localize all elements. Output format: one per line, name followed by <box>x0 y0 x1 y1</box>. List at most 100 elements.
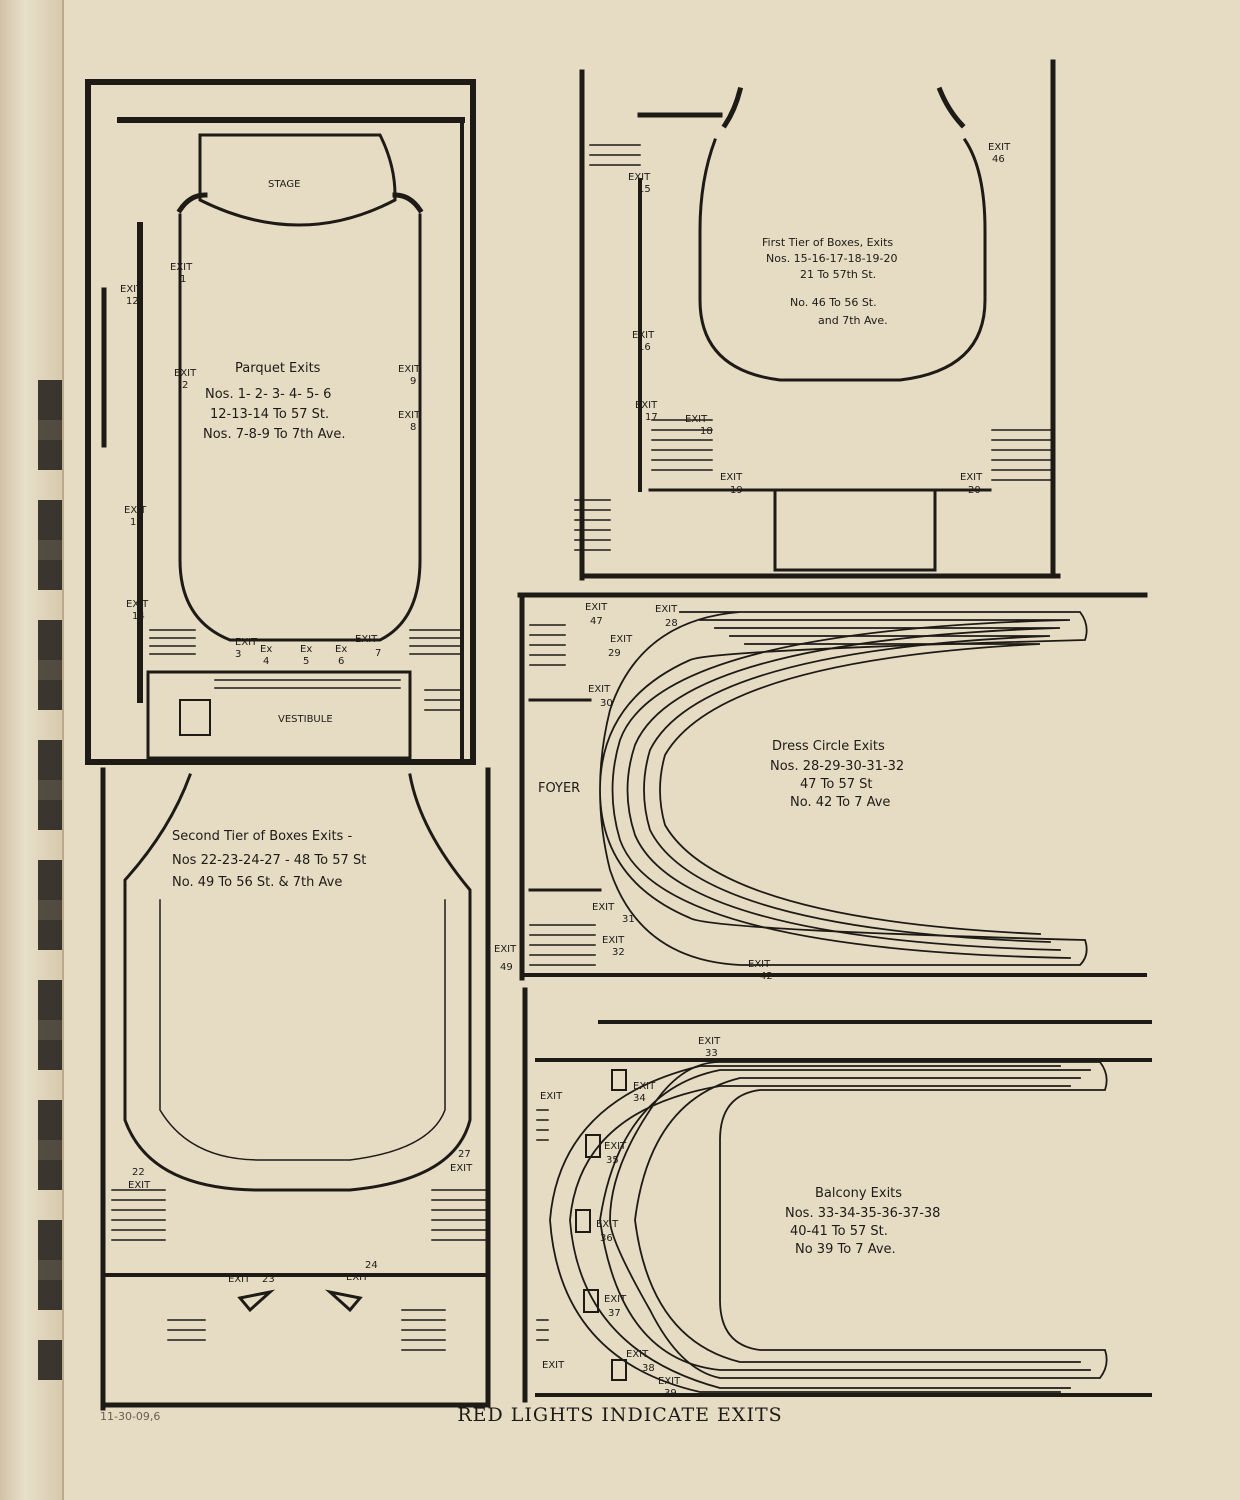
svg-text:17: 17 <box>645 412 658 423</box>
exit-7-marker: EXIT 7 <box>355 634 381 659</box>
svg-text:38: 38 <box>642 1363 655 1374</box>
first-tier-line-4: and 7th Ave. <box>818 314 888 327</box>
exit-35-marker: EXIT 35 <box>604 1141 627 1166</box>
svg-text:EXIT: EXIT <box>585 602 608 613</box>
second-tier-plan <box>100 767 491 1411</box>
svg-text:EXIT: EXIT <box>626 1349 649 1360</box>
torn-edge <box>38 380 62 1380</box>
svg-text:6: 6 <box>338 656 344 667</box>
svg-text:EXIT: EXIT <box>588 684 611 695</box>
svg-text:20: 20 <box>968 485 981 496</box>
svg-text:33: 33 <box>705 1048 718 1059</box>
svg-text:EXIT: EXIT <box>610 634 633 645</box>
second-tier-line-1: Nos 22-23-24-27 - 48 To 57 St <box>172 853 366 868</box>
exit-39-marker: EXIT 39 <box>658 1376 681 1399</box>
balcony-line-3: No 39 To 7 Ave. <box>795 1242 896 1257</box>
svg-text:EXIT: EXIT <box>658 1376 681 1387</box>
vestibule-label: VESTIBULE <box>278 714 333 725</box>
second-tier-line-2: No. 49 To 56 St. & 7th Ave <box>172 875 342 890</box>
svg-text:14: 14 <box>132 611 145 622</box>
svg-text:32: 32 <box>612 947 625 958</box>
svg-text:18: 18 <box>700 426 713 437</box>
svg-text:EXIT: EXIT <box>602 935 625 946</box>
exit-18-marker: EXIT 18 <box>685 414 713 437</box>
svg-text:49: 49 <box>500 962 513 973</box>
exit-9-marker: EXIT 9 <box>398 364 421 387</box>
svg-text:Ex: Ex <box>335 644 347 655</box>
exit-2-marker: EXIT 2 <box>174 368 197 391</box>
svg-text:EXIT: EXIT <box>988 142 1011 153</box>
svg-text:EXIT: EXIT <box>235 637 258 648</box>
svg-text:EXIT: EXIT <box>174 368 197 379</box>
svg-text:EXIT: EXIT <box>170 262 193 273</box>
svg-text:EXIT: EXIT <box>126 599 149 610</box>
svg-text:29: 29 <box>608 648 621 659</box>
svg-text:EXIT: EXIT <box>604 1294 627 1305</box>
svg-text:Ex: Ex <box>300 644 312 655</box>
svg-text:EXIT: EXIT <box>698 1036 721 1047</box>
balcony-plan <box>522 987 1152 1403</box>
svg-text:23: 23 <box>262 1274 275 1285</box>
exit-33-marker: EXIT 33 <box>698 1036 721 1059</box>
exit-1-marker: EXIT 1 <box>170 262 193 285</box>
parquet-plan <box>85 79 476 765</box>
svg-text:35: 35 <box>606 1155 619 1166</box>
svg-text:EXIT: EXIT <box>655 604 678 615</box>
exit-5-marker: Ex 5 <box>300 644 312 667</box>
exit-47-marker: EXIT 47 <box>585 602 608 627</box>
svg-text:EXIT: EXIT <box>450 1163 473 1174</box>
balcony-left-exit-bottom: EXIT <box>542 1360 565 1371</box>
exit-23-marker: EXIT 23 <box>228 1274 275 1285</box>
svg-text:EXIT: EXIT <box>596 1219 619 1230</box>
exit-3-marker: EXIT 3 <box>235 637 258 660</box>
svg-text:36: 36 <box>600 1233 613 1244</box>
svg-text:39: 39 <box>664 1388 677 1399</box>
exit-20-marker: EXIT 20 <box>960 472 983 496</box>
balcony-title: Balcony Exits <box>815 1186 902 1201</box>
svg-text:EXIT: EXIT <box>592 902 615 913</box>
svg-text:12: 12 <box>126 296 139 307</box>
svg-text:1: 1 <box>180 274 186 285</box>
exit-42-marker: EXIT 42 <box>748 959 773 982</box>
svg-text:EXIT: EXIT <box>494 944 517 955</box>
exit-37-marker: EXIT 37 <box>604 1294 627 1319</box>
exit-14-marker: EXIT 14 <box>126 599 149 622</box>
dress-circle-plan <box>517 592 1148 981</box>
exit-22-marker: 22 EXIT <box>128 1167 151 1191</box>
svg-text:4: 4 <box>263 656 269 667</box>
exit-6-marker: Ex 6 <box>335 644 347 667</box>
exit-15-marker: EXIT 15 <box>628 172 651 195</box>
svg-text:EXIT: EXIT <box>398 364 421 375</box>
exit-38-marker: EXIT 38 <box>626 1349 655 1374</box>
svg-text:9: 9 <box>410 376 416 387</box>
dress-circle-title: Dress Circle Exits <box>772 739 885 754</box>
svg-text:46: 46 <box>992 154 1005 165</box>
first-tier-plan <box>574 59 1061 581</box>
exit-16-marker: EXIT 16 <box>632 330 655 353</box>
exit-17-marker: EXIT 17 <box>635 400 658 423</box>
svg-text:2: 2 <box>182 380 188 391</box>
svg-text:15: 15 <box>638 184 651 195</box>
parquet-line-2: 12-13-14 To 57 St. <box>210 407 329 422</box>
svg-text:EXIT: EXIT <box>960 472 983 483</box>
svg-text:47: 47 <box>590 616 603 627</box>
exit-27-marker: 27 EXIT <box>450 1149 473 1174</box>
exit-31-marker: EXIT 31 <box>592 902 635 925</box>
svg-text:28: 28 <box>665 618 678 629</box>
parquet-title: Parquet Exits <box>235 361 321 376</box>
exit-28-marker: EXIT 28 <box>655 604 678 629</box>
svg-text:EXIT: EXIT <box>128 1180 151 1191</box>
footer-caption: RED LIGHTS INDICATE EXITS <box>457 1404 783 1426</box>
svg-text:EXIT: EXIT <box>124 505 147 516</box>
dress-circle-line-1: Nos. 28-29-30-31-32 <box>770 759 904 774</box>
parquet-line-3: Nos. 7-8-9 To 7th Ave. <box>203 427 346 442</box>
svg-text:16: 16 <box>638 342 651 353</box>
balcony-left-exit-top: EXIT <box>540 1091 563 1102</box>
svg-text:EXIT: EXIT <box>635 400 658 411</box>
stage-label: STAGE <box>268 179 300 190</box>
svg-text:22: 22 <box>132 1167 145 1178</box>
first-tier-line-1: Nos. 15-16-17-18-19-20 <box>766 252 898 265</box>
exit-24-marker: 24 EXIT <box>346 1260 378 1283</box>
parquet-line-1: Nos. 1- 2- 3- 4- 5- 6 <box>205 387 331 402</box>
svg-text:27: 27 <box>458 1149 471 1160</box>
